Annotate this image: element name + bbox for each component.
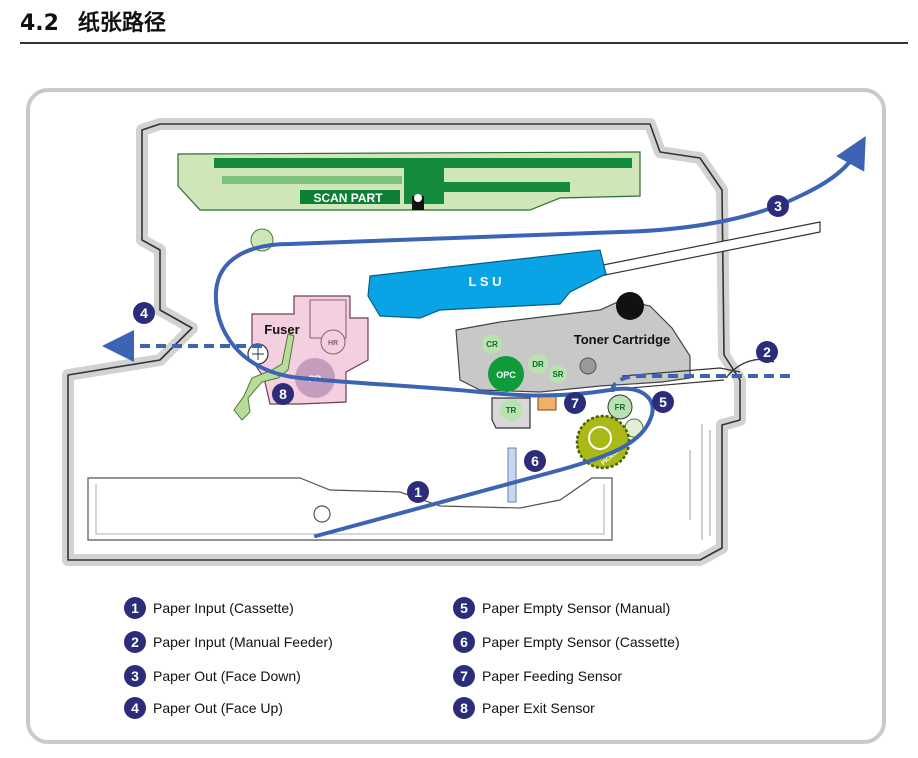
legend-item: 5 Paper Empty Sensor (Manual) — [453, 596, 670, 620]
fuser-unit — [251, 295, 369, 405]
legend-text: Paper Input (Manual Feeder) — [153, 634, 333, 650]
diagram-frame — [26, 88, 886, 744]
legend-text: Paper Out (Face Down) — [153, 668, 301, 684]
scan-part — [177, 151, 641, 211]
fuser-detail — [309, 299, 347, 339]
legend-number: 1 — [124, 597, 146, 619]
legend-text: Paper Empty Sensor (Manual) — [482, 600, 671, 616]
scan-part-label: SCAN PART — [313, 191, 383, 205]
pickup-roller-hub — [588, 426, 612, 450]
legend-item: 1 Paper Input (Cassette) — [124, 596, 294, 620]
svg-text:6: 6 — [531, 453, 539, 469]
legend-number: 2 — [124, 631, 146, 653]
legend-number: 4 — [124, 697, 146, 719]
legend-item: 8 Paper Exit Sensor — [453, 696, 595, 720]
right-panel-detail — [689, 424, 711, 540]
marker-2: 2 — [756, 341, 778, 363]
printer-housing-inner — [67, 123, 741, 561]
legend-number: 5 — [453, 597, 475, 619]
cr-roller — [482, 334, 502, 354]
dr-label: DR — [532, 360, 544, 369]
svg-text:2: 2 — [763, 344, 771, 360]
legend-number: 3 — [124, 665, 146, 687]
marker-1: 1 — [407, 481, 429, 503]
marker-4: 4 — [133, 302, 155, 324]
hr-roller — [320, 329, 346, 355]
legend-number: 6 — [453, 631, 475, 653]
legend-item: 3 Paper Out (Face Down) — [124, 664, 301, 688]
legend-text: Paper Input (Cassette) — [153, 600, 294, 616]
legend-number: 7 — [453, 665, 475, 687]
dr-roller — [528, 354, 548, 374]
opc-label: OPC — [496, 370, 516, 380]
legend-text: Paper Out (Face Up) — [153, 700, 283, 716]
svg-text:8: 8 — [279, 386, 287, 402]
paper-path-manual — [610, 374, 790, 393]
feeding-sensor-actuator — [537, 395, 557, 411]
svg-text:5: 5 — [659, 394, 667, 410]
svg-text:7: 7 — [571, 395, 579, 411]
fuser-label: Fuser — [264, 322, 299, 337]
lsu-unit — [367, 249, 607, 319]
sr-label: SR — [552, 370, 563, 379]
svg-text:1: 1 — [414, 484, 422, 500]
marker-7: 7 — [564, 392, 586, 414]
legend-number: 8 — [453, 697, 475, 719]
legend-item: 4 Paper Out (Face Up) — [124, 696, 283, 720]
toner-cartridge-label: Toner Cartridge — [574, 332, 671, 347]
cassette-tray — [87, 477, 613, 541]
section-heading: 4.2 纸张路径 — [20, 6, 908, 44]
section-number: 4.2 — [20, 11, 59, 36]
marker-3: 3 — [767, 195, 789, 217]
tr-roller — [500, 399, 522, 421]
section-title: 纸张路径 — [77, 11, 166, 36]
tr-label: TR — [506, 406, 517, 415]
fr-label: FR — [615, 403, 626, 412]
legend-item: 7 Paper Feeding Sensor — [453, 664, 622, 688]
marker-6: 6 — [524, 450, 546, 472]
sr-roller — [549, 365, 567, 383]
toner-gauge — [579, 357, 597, 375]
opc-drum — [488, 356, 524, 392]
marker-5: 5 — [652, 391, 674, 413]
hr-label: HR — [328, 340, 338, 347]
svg-text:3: 3 — [774, 198, 782, 214]
lsu-label: L S U — [469, 274, 502, 289]
legend-text: Paper Feeding Sensor — [482, 668, 623, 684]
cassette-tray-inner — [95, 484, 605, 535]
tray-roller — [313, 505, 331, 523]
marker-8: 8 — [272, 383, 294, 405]
toner-hole — [616, 292, 644, 320]
legend-text: Paper Empty Sensor (Cassette) — [482, 634, 680, 650]
legend-text: Paper Exit Sensor — [482, 700, 595, 716]
legend-item: 2 Paper Input (Manual Feeder) — [124, 630, 333, 654]
cassette-empty-sensor — [507, 447, 517, 503]
paper-path-cassette — [213, 136, 866, 538]
cr-label: CR — [486, 340, 498, 349]
fr-roller — [607, 394, 633, 420]
svg-text:4: 4 — [140, 305, 148, 321]
legend-item: 6 Paper Empty Sensor (Cassette) — [453, 630, 680, 654]
